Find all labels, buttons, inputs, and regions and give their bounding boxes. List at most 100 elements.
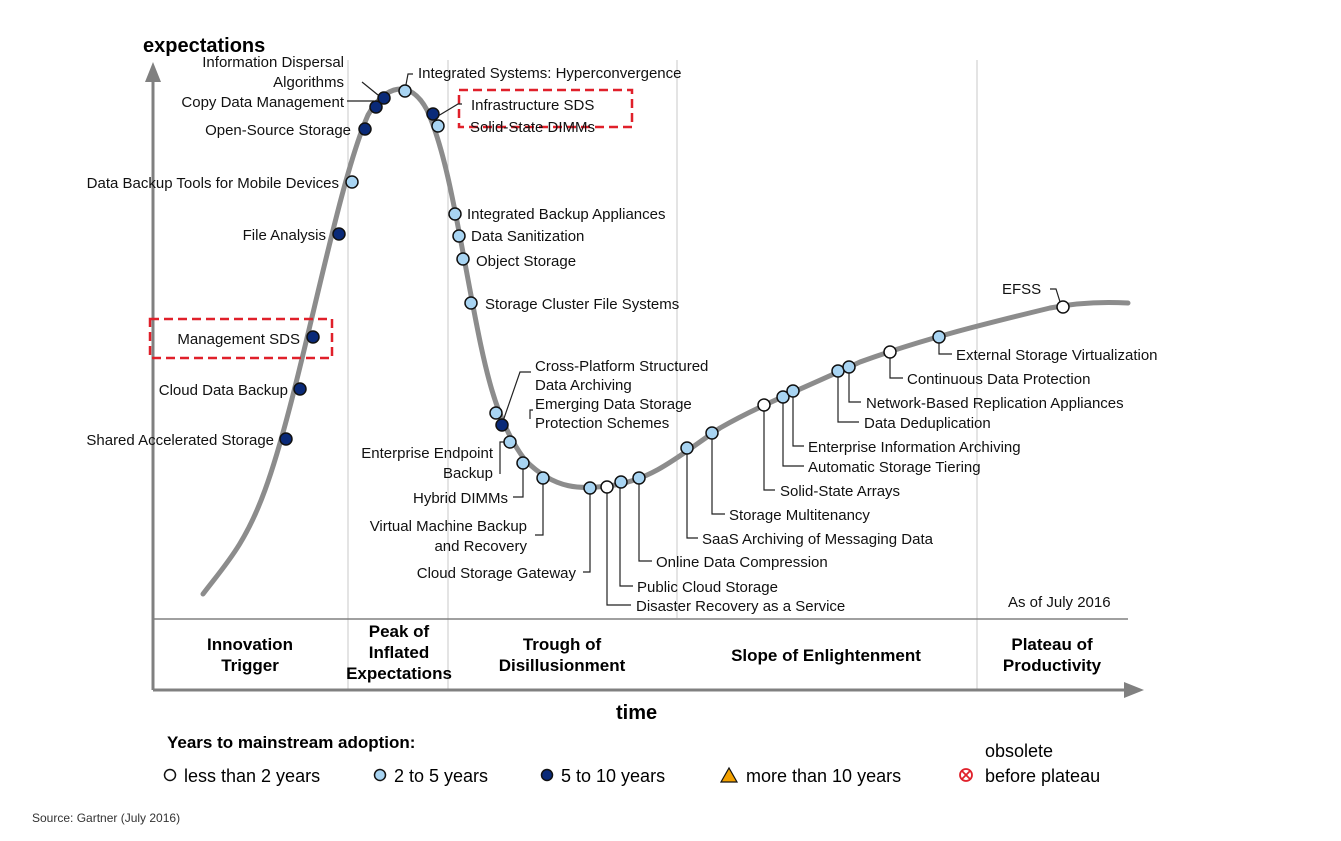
technology-points (279, 84, 1070, 495)
point-file-analysis (332, 227, 346, 241)
label-object-storage: Object Storage (476, 253, 576, 270)
label-solid-state-arrays: Solid-State Arrays (780, 483, 900, 500)
highlight-box-infrastructure-sds (457, 88, 634, 129)
point-emerging-data-storage-protection-schemes (495, 418, 509, 432)
as-of-date: As of July 2016 (1008, 594, 1111, 611)
label-infrastructure-sds: Infrastructure SDS (471, 97, 594, 114)
label-efss: EFSS (1002, 281, 1041, 298)
label-copy-data-management: Copy Data Management (181, 94, 344, 111)
leader-lines (347, 73, 1062, 606)
highlight-box-management-sds (148, 317, 334, 360)
point-solid-state-arrays (757, 398, 771, 412)
label-open-source-storage: Open-Source Storage (205, 122, 351, 139)
label-storage-cluster-file-systems: Storage Cluster File Systems (485, 296, 679, 313)
phase-dividers (347, 60, 978, 690)
legend: less than 2 years 2 to 5 years 5 to 10 y… (163, 741, 1100, 786)
svg-text:2 to 5 years: 2 to 5 years (394, 766, 488, 786)
point-integrated-backup-appliances (448, 207, 462, 221)
label-cloud-data-backup: Cloud Data Backup (159, 382, 288, 399)
label-continuous-data-protection: Continuous Data Protection (907, 371, 1090, 388)
point-saas-archiving-of-messaging-data (680, 441, 694, 455)
point-disaster-recovery-as-a-service (600, 480, 614, 494)
label-data-sanitization: Data Sanitization (471, 228, 584, 245)
point-cloud-data-backup (293, 382, 307, 396)
x-axis-label: time (616, 702, 657, 724)
label-integrated-systems-hyperconvergence: Integrated Systems: Hyperconvergence (418, 65, 681, 82)
point-data-deduplication (831, 364, 845, 378)
point-copy-data-management (369, 100, 383, 114)
label-data-backup-tools-for-mobile-devices: Data Backup Tools for Mobile Devices (87, 175, 339, 192)
label-shared-accelerated-storage: Shared Accelerated Storage (86, 432, 274, 449)
svg-text:more than 10 years: more than 10 years (746, 766, 901, 786)
point-integrated-systems-hyperconvergence (398, 84, 412, 98)
point-storage-cluster-file-systems (464, 296, 478, 310)
point-open-source-storage (358, 122, 372, 136)
label-file-analysis: File Analysis (243, 227, 326, 244)
svg-text:5 to 10 years: 5 to 10 years (561, 766, 665, 786)
legend-item-2to5: 2 to 5 years (373, 766, 488, 786)
point-solid-state-dimms (431, 119, 445, 133)
point-infrastructure-sds (426, 107, 440, 121)
label-storage-multitenancy: Storage Multitenancy (729, 507, 870, 524)
label-disaster-recovery-as-a-service: Disaster Recovery as a Service (636, 598, 845, 615)
point-public-cloud-storage (614, 475, 628, 489)
y-axis-label: expectations (143, 35, 265, 57)
point-information-dispersal-algorithms (377, 91, 391, 105)
point-online-data-compression (632, 471, 646, 485)
point-management-sds (306, 330, 320, 344)
point-storage-multitenancy (705, 426, 719, 440)
svg-text:less than 2 years: less than 2 years (184, 766, 320, 786)
point-virtual-machine-backup-and-recovery (536, 471, 550, 485)
hype-curve (200, 86, 1131, 597)
point-network-based-replication-appliances (842, 360, 856, 374)
legend-item-gt10: more than 10 years (719, 766, 901, 786)
point-enterprise-endpoint-backup (503, 435, 517, 449)
point-enterprise-information-archiving (786, 384, 800, 398)
label-cloud-storage-gateway: Cloud Storage Gateway (417, 565, 577, 582)
label-integrated-backup-appliances: Integrated Backup Appliances (467, 206, 665, 223)
axes (145, 62, 1144, 698)
label-hybrid-dimms: Hybrid DIMMs (413, 490, 508, 507)
triangle-icon (719, 766, 739, 783)
label-network-based-replication-appliances: Network-Based Replication Appliances (866, 395, 1124, 412)
label-data-deduplication: Data Deduplication (864, 415, 991, 432)
point-continuous-data-protection (883, 345, 897, 359)
label-saas-archiving-of-messaging-data: SaaS Archiving of Messaging Data (702, 531, 934, 548)
label-solid-state-dimms: Solid-State DIMMs (470, 119, 595, 136)
point-object-storage (456, 252, 470, 266)
point-data-sanitization (452, 229, 466, 243)
label-public-cloud-storage: Public Cloud Storage (637, 579, 778, 596)
label-enterprise-information-archiving: Enterprise Information Archiving (808, 439, 1021, 456)
point-hybrid-dimms (516, 456, 530, 470)
point-cross-platform-structured-data-archiving (489, 406, 503, 420)
legend-item-lt2: less than 2 years (163, 766, 320, 786)
label-management-sds: Management SDS (177, 331, 300, 348)
point-automatic-storage-tiering (776, 390, 790, 404)
point-data-backup-tools-for-mobile-devices (345, 175, 359, 189)
label-automatic-storage-tiering: Automatic Storage Tiering (808, 459, 981, 476)
technology-labels: Shared Accelerated Storage Cloud Data Bac… (86, 54, 1157, 615)
point-external-storage-virtualization (932, 330, 946, 344)
label-online-data-compression: Online Data Compression (656, 554, 828, 571)
phase-slope: Slope of Enlightenment (731, 646, 921, 665)
point-cloud-storage-gateway (583, 481, 597, 495)
point-shared-accelerated-storage (279, 432, 293, 446)
legend-item-5to10: 5 to 10 years (540, 766, 665, 786)
point-efss (1056, 300, 1070, 314)
source-note: Source: Gartner (July 2016) (32, 811, 180, 825)
legend-title: Years to mainstream adoption: (167, 733, 415, 752)
label-external-storage-virtualization: External Storage Virtualization (956, 347, 1158, 364)
